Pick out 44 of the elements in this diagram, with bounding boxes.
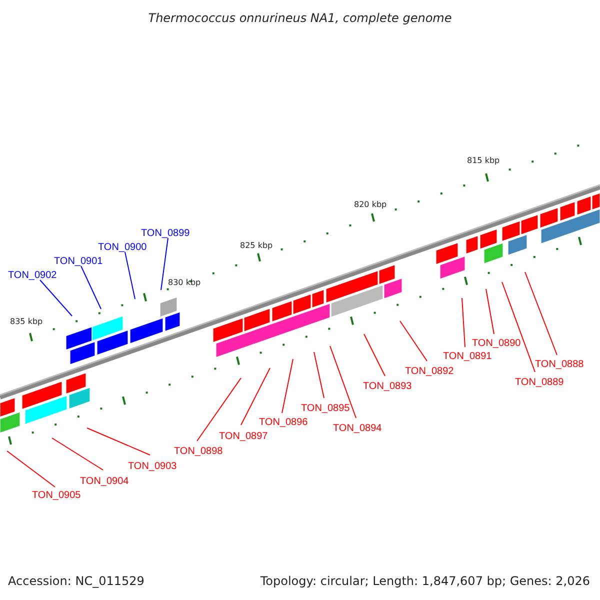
tick-label: 830 kbp: [168, 279, 201, 287]
tick-label: 820 kbp: [354, 201, 387, 209]
gene-label: TON_0895: [301, 404, 350, 414]
leader-line: [314, 352, 324, 398]
leader-line: [86, 428, 150, 456]
leader-line: [52, 438, 104, 470]
gene-label: TON_0889: [515, 378, 564, 388]
gene-label: TON_0899: [141, 229, 190, 239]
accession-text: Accession: NC_011529: [8, 575, 144, 587]
gene-label: TON_0905: [32, 491, 81, 501]
gene-label: TON_0893: [363, 382, 412, 392]
leader-line: [40, 280, 72, 316]
gene-label: TON_0903: [128, 462, 177, 472]
leader-line: [330, 346, 356, 418]
leader-line: [524, 272, 558, 356]
gene-label: TON_0901: [54, 257, 103, 267]
gene-label: TON_0904: [80, 477, 129, 487]
title: Thermococcus onnurineus NA1, complete genome: [147, 12, 453, 24]
leader-line: [240, 368, 270, 426]
gene-label: TON_0900: [98, 243, 147, 253]
leader-line: [282, 358, 294, 414]
topology-text: Topology: circular; Length: 1,847,607 bp; Genes: 2,026: [260, 575, 590, 587]
leader-line: [502, 282, 536, 372]
leader-line: [486, 288, 494, 334]
tick-label: 815 kbp: [467, 157, 500, 165]
tick-label: 835 kbp: [10, 318, 43, 326]
leader-line: [364, 334, 386, 376]
gene-label: TON_0897: [219, 432, 268, 442]
leader-line: [400, 320, 428, 362]
gene-label: TON_0892: [405, 367, 454, 377]
leader-line: [160, 238, 168, 290]
leader-line: [124, 252, 136, 300]
gene-label: TON_0896: [259, 418, 308, 428]
gene-label: TON_0898: [174, 447, 223, 457]
gene-label: TON_0888: [535, 360, 584, 370]
gene-label: TON_0902: [8, 271, 57, 281]
gene-label: TON_0890: [472, 339, 521, 349]
gene-label: TON_0894: [333, 424, 382, 434]
tick-label: 825 kbp: [240, 242, 273, 250]
leader-line: [462, 298, 466, 348]
leader-line: [196, 378, 242, 442]
gene-label: TON_0891: [443, 352, 492, 362]
leader-line: [6, 450, 56, 488]
leader-line: [80, 266, 102, 310]
